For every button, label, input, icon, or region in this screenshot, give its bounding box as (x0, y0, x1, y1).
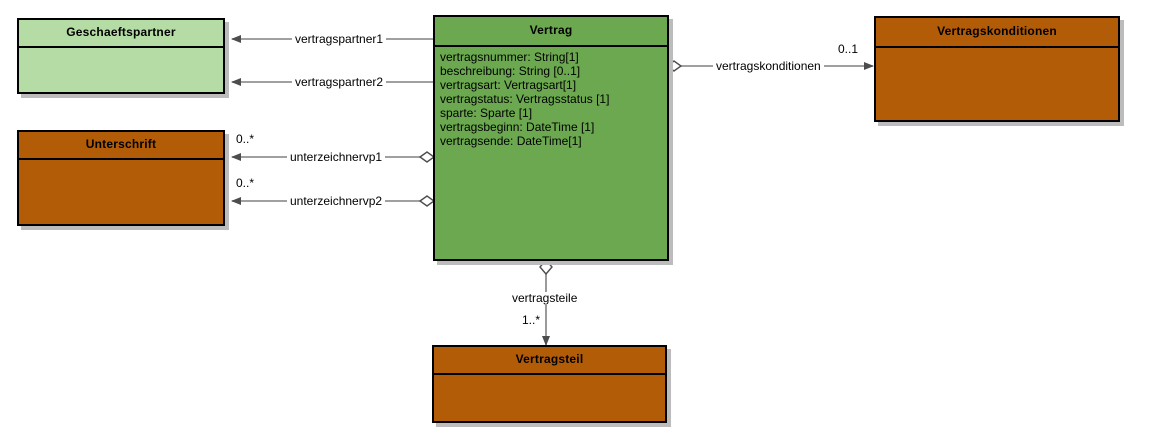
class-name-vertragsteil: Vertragsteil (434, 347, 665, 375)
class-box-vertrag[interactable]: Vertrag vertragsnummer: String[1] beschr… (433, 15, 669, 261)
edge-label-vertragspartner2: vertragspartner2 (292, 76, 387, 89)
class-attributes-vertragsteil (434, 375, 665, 421)
class-box-vertragskonditionen[interactable]: Vertragskonditionen (874, 16, 1120, 122)
aggregation-diamond-vertragsteile (539, 258, 553, 276)
class-attributes-geschaeftspartner (19, 48, 223, 92)
class-box-geschaeftspartner[interactable]: Geschaeftspartner (17, 18, 225, 94)
class-attributes-vertrag: vertragsnummer: String[1] beschreibung: … (435, 47, 667, 259)
class-name-vertragskonditionen: Vertragskonditionen (876, 18, 1118, 48)
class-attributes-unterschrift (19, 160, 223, 224)
edge-label-vertragskonditionen: vertragskonditionen (713, 60, 824, 73)
multiplicity-vertragsteile-target: 1..* (522, 313, 541, 327)
attribute-row: vertragsart: Vertragsart[1] (440, 78, 577, 92)
attribute-row: vertragstatus: Vertragsstatus [1] (440, 92, 610, 106)
class-box-unterschrift[interactable]: Unterschrift (17, 130, 225, 226)
class-attributes-vertragskonditionen (876, 48, 1118, 120)
class-box-vertragsteil[interactable]: Vertragsteil (432, 345, 667, 423)
attribute-row: sparte: Sparte [1] (440, 106, 533, 120)
attribute-row: vertragsende: DateTime[1] (440, 134, 582, 148)
attribute-row: vertragsbeginn: DateTime [1] (440, 120, 595, 134)
attribute-row: beschreibung: String [0..1] (440, 64, 581, 78)
multiplicity-vertragskonditionen-target: 0..1 (838, 42, 859, 56)
class-name-unterschrift: Unterschrift (19, 132, 223, 160)
aggregation-diamond-unterzeichnervp1 (418, 151, 436, 163)
class-name-geschaeftspartner: Geschaeftspartner (19, 20, 223, 48)
aggregation-diamond-unterzeichnervp2 (418, 195, 436, 207)
edge-label-unterzeichnervp1: unterzeichnervp1 (287, 151, 386, 164)
aggregation-diamond-vertragskonditionen (665, 60, 683, 72)
edge-label-unterzeichnervp2: unterzeichnervp2 (287, 195, 386, 208)
edge-label-vertragsteile: vertragsteile (509, 292, 581, 305)
class-name-vertrag: Vertrag (435, 17, 667, 47)
attribute-row: vertragsnummer: String[1] (440, 50, 579, 64)
multiplicity-unterzeichnervp1-target: 0..* (236, 132, 255, 146)
edge-label-vertragspartner1: vertragspartner1 (292, 33, 387, 46)
multiplicity-unterzeichnervp2-target: 0..* (236, 176, 255, 190)
